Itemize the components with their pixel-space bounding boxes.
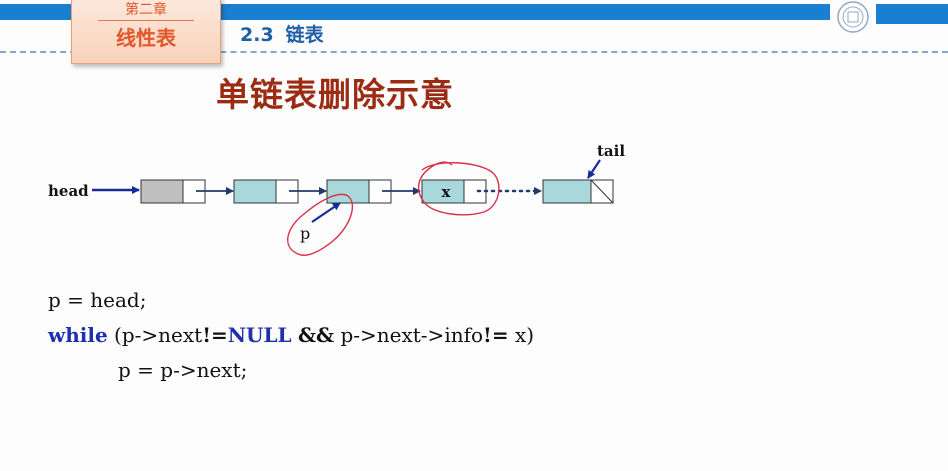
section-title: 链表 [285,24,324,46]
pointer-p-label: p [300,224,310,243]
section-heading: 2.3 链表 [240,20,336,47]
chapter-number: 第二章 [125,2,167,18]
node-x-label: x [442,183,452,201]
top-banner-bar-right [876,4,948,24]
annotation-circle-x [417,161,500,216]
not-equal-operator: != [202,323,228,347]
code-segment: p->next->info [334,323,484,347]
not-equal-operator: != [483,323,509,347]
list-node-head [140,179,206,204]
code-segment: x) [508,323,535,347]
list-node-x: x [421,179,487,204]
tail-pointer-arrow [587,159,601,179]
list-node-tail [542,179,614,204]
code-line-1: p = head; [48,288,147,312]
tail-label: tail [597,142,625,160]
chapter-tab[interactable]: 第二章 线性表 [71,0,221,64]
annotation-circle-p [287,193,353,256]
pointer-p-arrow [311,202,341,223]
code-line-3: p = p->next; [118,358,248,382]
code-segment: (p->next [107,323,203,347]
list-node-p [326,179,392,204]
code-line-2: while (p->next!=NULL && p->next->info!= … [48,323,534,347]
chapter-separator [98,20,194,21]
and-operator: && [297,323,335,347]
header-divider [0,51,948,53]
keyword-null: NULL [227,323,292,347]
keyword-while: while [48,323,108,347]
slide-title: 单链表删除示意 [216,75,454,114]
head-label: head [48,182,89,200]
section-number: 2.3 [240,24,274,46]
university-seal-icon [837,1,869,33]
chapter-title: 线性表 [116,26,176,50]
list-node [233,179,299,204]
